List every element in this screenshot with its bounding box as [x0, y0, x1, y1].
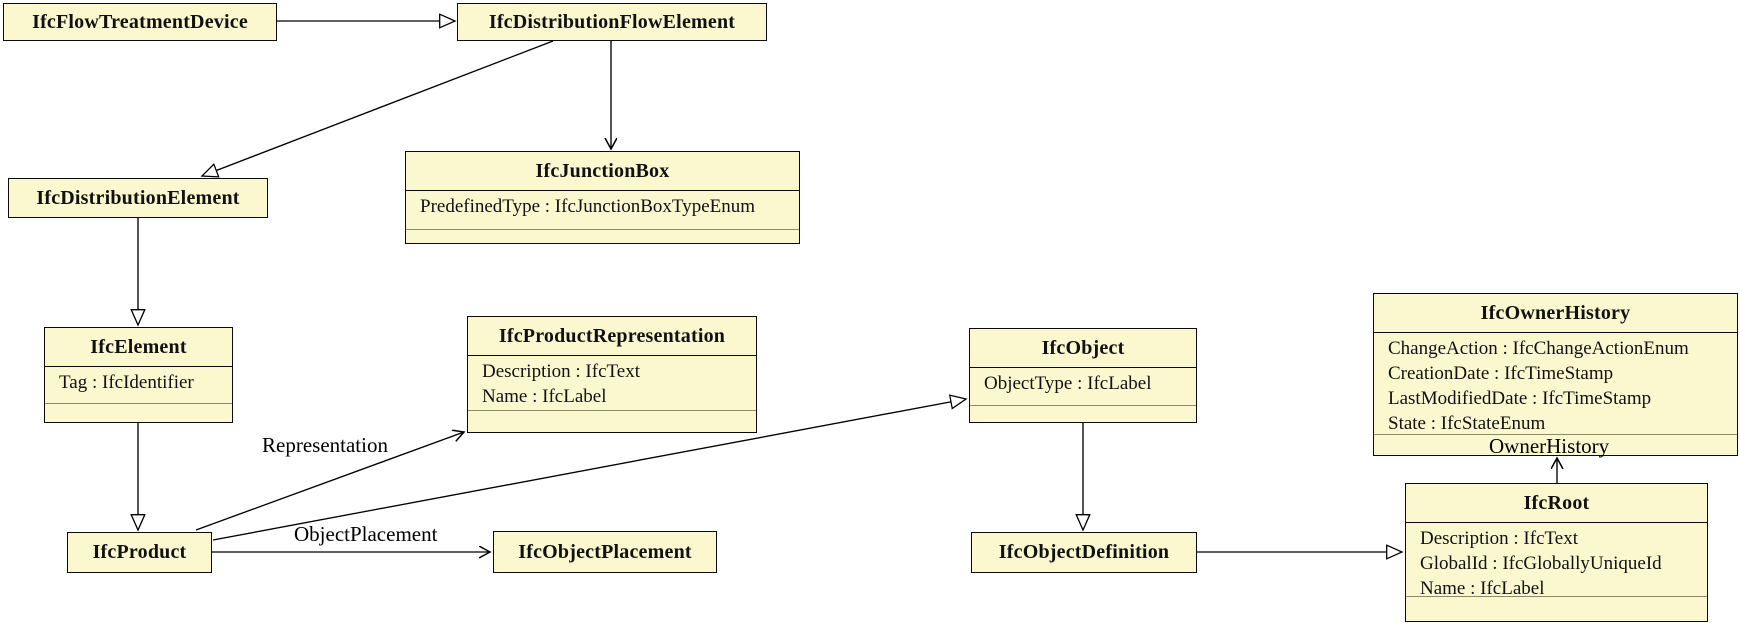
class-title: IfcOwnerHistory: [1480, 301, 1631, 324]
edge-label-ownerhistory: OwnerHistory: [1489, 434, 1610, 458]
class-title: IfcElement: [90, 335, 187, 358]
class-box-ifcobjectplacement[interactable]: IfcObjectPlacement: [493, 531, 717, 573]
empty-compartment: [45, 403, 232, 422]
class-attributes: Description : IfcText GlobalId : IfcGlob…: [1406, 522, 1707, 596]
attribute-line: ObjectType : IfcLabel: [984, 373, 1152, 394]
empty-compartment: [468, 410, 756, 432]
attribute-line: PredefinedType : IfcJunctionBoxTypeEnum: [420, 196, 756, 217]
attribute-line: State : IfcStateEnum: [1388, 413, 1546, 434]
edge-label-objectplacement: ObjectPlacement: [294, 522, 438, 546]
attribute-line: Description : IfcText: [1420, 528, 1579, 549]
edge-product-to-object: [212, 399, 966, 541]
attribute-line: LastModifiedDate : IfcTimeStamp: [1388, 388, 1652, 409]
class-title: IfcFlowTreatmentDevice: [32, 10, 248, 33]
attribute-line: ChangeAction : IfcChangeActionEnum: [1388, 338, 1689, 359]
attribute-line: Description : IfcText: [482, 361, 641, 382]
class-attributes: Description : IfcText Name : IfcLabel: [468, 355, 756, 410]
class-box-ifcobjectdefinition[interactable]: IfcObjectDefinition: [971, 532, 1197, 573]
edge-label-representation: Representation: [262, 433, 388, 457]
empty-compartment: [1374, 434, 1737, 455]
class-title: IfcJunctionBox: [535, 159, 670, 182]
attribute-line: GlobalId : IfcGloballyUniqueId: [1420, 553, 1662, 574]
attribute-line: Name : IfcLabel: [1420, 578, 1545, 596]
class-box-ifcjunctionbox[interactable]: IfcJunctionBox PredefinedType : IfcJunct…: [405, 151, 800, 244]
attribute-line: Tag : IfcIdentifier: [59, 372, 194, 393]
attribute-line: CreationDate : IfcTimeStamp: [1388, 363, 1614, 384]
class-attributes: ChangeAction : IfcChangeActionEnum Creat…: [1374, 332, 1737, 434]
class-attributes: ObjectType : IfcLabel: [970, 367, 1196, 405]
class-title: IfcProductRepresentation: [498, 324, 726, 347]
class-title: IfcDistributionElement: [36, 186, 240, 209]
attribute-line: Name : IfcLabel: [482, 386, 607, 407]
edge-product-representation: [195, 432, 464, 531]
class-box-ifcflowtreatmentdevice[interactable]: IfcFlowTreatmentDevice: [3, 3, 277, 41]
edge-distributionflowelement-to-distributionelement: [202, 40, 554, 176]
class-box-ifcdistributionflowelement[interactable]: IfcDistributionFlowElement: [457, 3, 767, 41]
class-title: IfcDistributionFlowElement: [488, 10, 736, 33]
class-box-ifcproductrepresentation[interactable]: IfcProductRepresentation Description : I…: [467, 316, 757, 433]
class-box-ifcobject[interactable]: IfcObject ObjectType : IfcLabel: [969, 328, 1197, 423]
class-box-ifcdistributionelement[interactable]: IfcDistributionElement: [8, 178, 268, 218]
class-box-ifcelement[interactable]: IfcElement Tag : IfcIdentifier: [44, 327, 233, 423]
class-title: IfcRoot: [1523, 491, 1590, 514]
class-attributes: PredefinedType : IfcJunctionBoxTypeEnum: [406, 190, 799, 229]
empty-compartment: [970, 405, 1196, 422]
class-title: IfcObject: [1041, 336, 1125, 359]
class-title: IfcObjectPlacement: [518, 540, 692, 563]
class-box-ifcproduct[interactable]: IfcProduct: [67, 532, 212, 573]
class-box-ifcownerhistory[interactable]: IfcOwnerHistory ChangeAction : IfcChange…: [1373, 293, 1738, 456]
class-title: IfcProduct: [92, 541, 187, 563]
empty-compartment: [1406, 596, 1707, 621]
class-title: IfcObjectDefinition: [998, 541, 1170, 563]
class-box-ifcroot[interactable]: IfcRoot Description : IfcText GlobalId :…: [1405, 483, 1708, 622]
empty-compartment: [406, 229, 799, 243]
class-attributes: Tag : IfcIdentifier: [45, 366, 232, 403]
